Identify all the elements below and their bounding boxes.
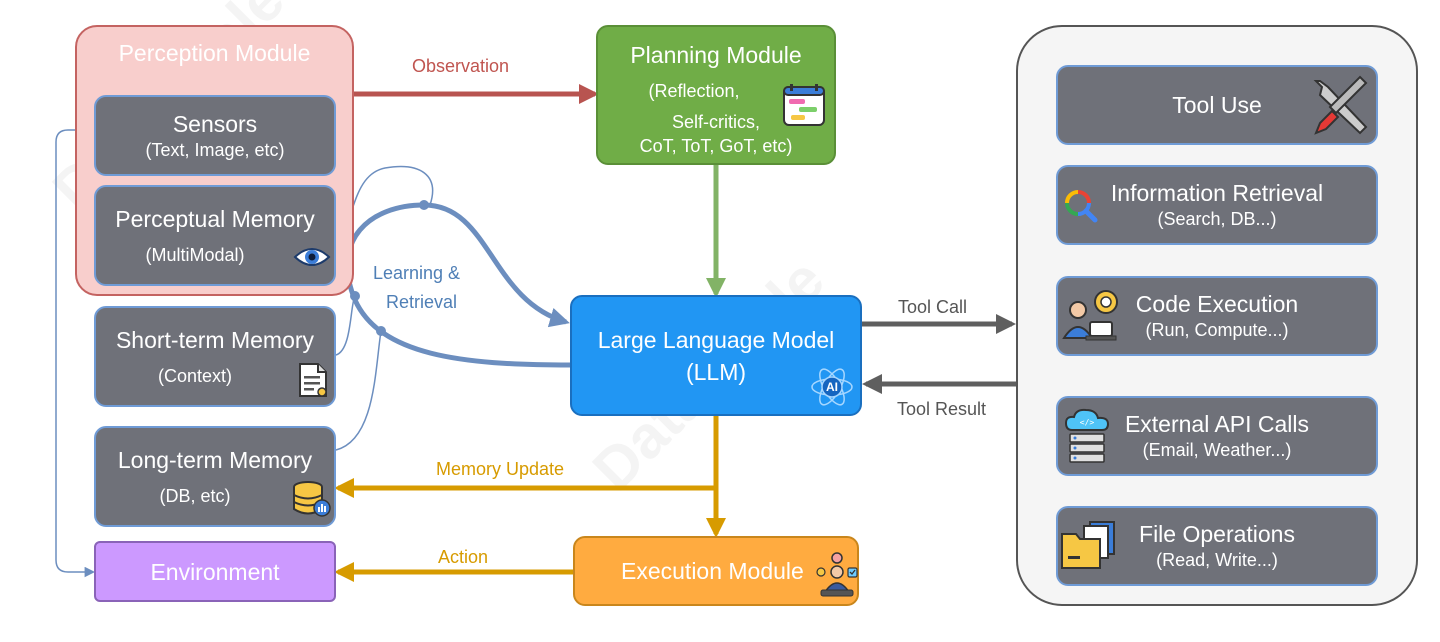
- file-operations-subtitle: (Read, Write...): [1156, 550, 1278, 570]
- execution-module-title: Execution Module: [621, 558, 804, 584]
- learning-retrieval-arrow: [344, 202, 571, 368]
- tool-result-label: Tool Result: [897, 399, 987, 419]
- folder-files-icon: [1061, 521, 1115, 569]
- executor-person-icon: [816, 552, 858, 597]
- tool-use-box: Tool Use: [1056, 65, 1378, 145]
- environment-title: Environment: [150, 558, 280, 585]
- tool-call-label: Tool Call: [898, 297, 968, 317]
- junction-dot: [419, 200, 429, 210]
- long-term-memory-link: [335, 330, 382, 451]
- planning-module-title: Planning Module: [630, 42, 802, 68]
- information-retrieval-subtitle: (Search, DB...): [1157, 209, 1277, 229]
- learning-label-line2: Retrieval: [386, 292, 458, 312]
- memory-update-label: Memory Update: [436, 459, 565, 479]
- code-execution-subtitle: (Run, Compute...): [1145, 320, 1289, 340]
- short-term-memory-box: Short-term Memory (Context): [94, 306, 336, 407]
- perceptual-memory-title: Perceptual Memory: [115, 205, 315, 232]
- code-execution-box: Code Execution (Run, Compute...): [1056, 276, 1378, 356]
- perceptual-memory-subtitle: (MultiModal): [145, 244, 245, 265]
- learning-label-line1: Learning &: [373, 263, 461, 283]
- long-term-memory-title: Long-term Memory: [117, 446, 313, 473]
- ai-chip-icon: AI: [810, 365, 854, 409]
- external-api-calls-subtitle: (Email, Weather...): [1142, 440, 1292, 460]
- environment-box: Environment: [94, 541, 336, 602]
- code-execution-title: Code Execution: [1135, 291, 1299, 317]
- perceptual-memory-box: Perceptual Memory (MultiModal): [94, 185, 336, 286]
- database-icon: [293, 481, 331, 517]
- llm-title: Large Language Model: [597, 326, 835, 353]
- sensors-title: Sensors: [172, 110, 258, 137]
- planner-board-icon: [783, 84, 825, 126]
- long-term-memory-box: Long-term Memory (DB, etc): [94, 426, 336, 527]
- ai-badge-text: AI: [826, 380, 838, 394]
- tool-use-title: Tool Use: [1172, 92, 1262, 118]
- llm-box: Large Language Model (LLM) AI: [570, 295, 862, 416]
- short-term-memory-title: Short-term Memory: [115, 326, 315, 353]
- short-term-memory-subtitle: (Context): [157, 365, 233, 386]
- information-retrieval-box: Information Retrieval (Search, DB...): [1056, 165, 1378, 245]
- sensors-environment-link: [55, 124, 102, 578]
- short-term-memory-link: [335, 295, 356, 356]
- sensors-box: Sensors (Text, Image, etc): [94, 95, 336, 176]
- planning-line-3: CoT, ToT, GoT, etc): [639, 136, 793, 156]
- document-icon: [299, 363, 327, 397]
- observation-label: Observation: [412, 56, 510, 76]
- coder-gear-icon: [1062, 290, 1118, 341]
- perception-module-title: Perception Module: [118, 40, 311, 66]
- cloud-api-icon: </>: [1064, 408, 1110, 463]
- planning-line-1: (Reflection,: [648, 81, 740, 101]
- external-api-calls-box: External API Calls (Email, Weather...) <…: [1056, 396, 1378, 476]
- file-operations-box: File Operations (Read, Write...): [1056, 506, 1378, 586]
- svg-text:</>: </>: [1080, 418, 1095, 427]
- file-operations-title: File Operations: [1139, 521, 1295, 547]
- llm-subtitle: (LLM): [685, 358, 747, 385]
- execution-module-box: Execution Module: [573, 536, 859, 606]
- sensors-subtitle: (Text, Image, etc): [145, 139, 285, 160]
- external-api-calls-title: External API Calls: [1124, 411, 1310, 437]
- planning-line-2: Self-critics,: [671, 112, 760, 132]
- google-search-icon: [1065, 190, 1098, 223]
- information-retrieval-title: Information Retrieval: [1110, 180, 1324, 206]
- eye-icon: [293, 248, 331, 266]
- long-term-memory-subtitle: (DB, etc): [159, 485, 231, 506]
- wrench-screwdriver-icon: [1313, 75, 1368, 135]
- planning-module-box: Planning Module (Reflection, Self-critic…: [596, 25, 836, 165]
- action-label: Action: [438, 547, 489, 567]
